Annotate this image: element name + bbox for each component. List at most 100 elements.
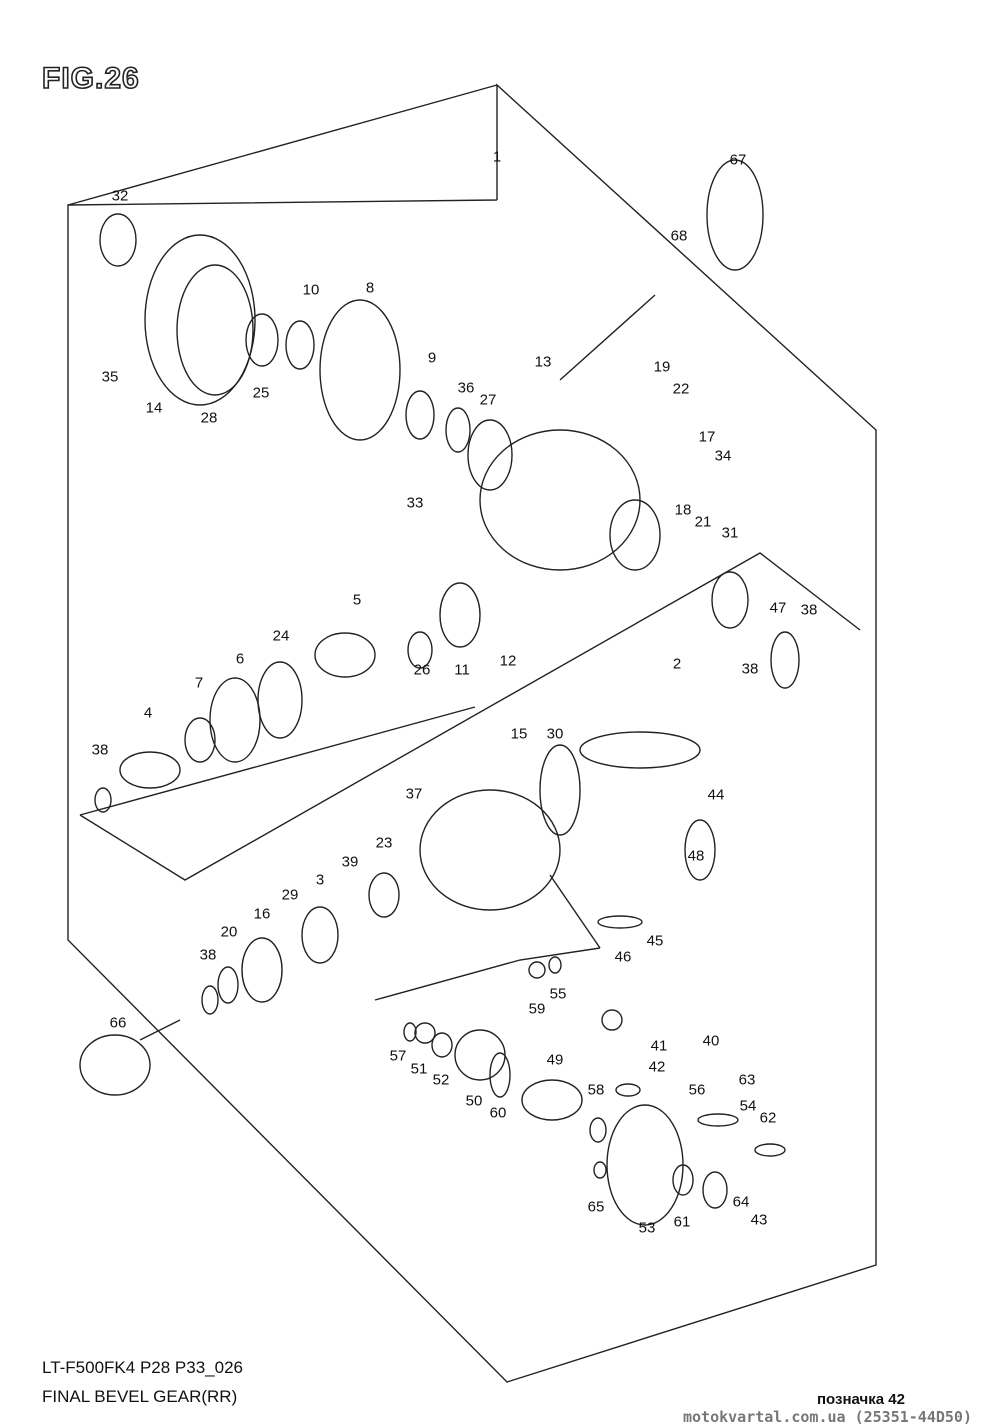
callout-35: 35	[101, 368, 119, 386]
callout-44: 44	[707, 786, 725, 804]
callout-40: 40	[702, 1032, 720, 1050]
callout-65: 65	[587, 1198, 605, 1216]
part-shim-10	[285, 320, 315, 370]
callout-1: 1	[492, 148, 502, 166]
callout-12: 12	[499, 652, 517, 670]
callout-59: 59	[528, 1000, 546, 1018]
callout-61: 61	[673, 1213, 691, 1231]
callout-22: 22	[672, 380, 690, 398]
part-bolt-62	[754, 1143, 786, 1157]
part-sleeve-4	[119, 751, 181, 789]
part-case-12	[479, 429, 641, 571]
part-washer-57	[403, 1022, 417, 1042]
callout-64: 64	[732, 1193, 750, 1211]
callout-57: 57	[389, 1047, 407, 1065]
part-boot-66	[79, 1034, 151, 1096]
callout-50: 50	[465, 1092, 483, 1110]
part-bushing-51	[414, 1022, 436, 1044]
callout-41: 41	[650, 1037, 668, 1055]
callout-14: 14	[145, 399, 163, 417]
part-bearing-3	[301, 906, 339, 964]
part-pin-46	[597, 915, 643, 929]
part-shaft-49	[521, 1079, 583, 1121]
callout-5: 5	[352, 591, 362, 609]
part-cam-50	[454, 1029, 506, 1081]
part-gasket-30	[539, 744, 581, 836]
part-seal-32	[99, 213, 137, 267]
callout-16: 16	[253, 905, 271, 923]
figure-label: FIG.26	[41, 61, 140, 96]
part-bearing-25	[245, 313, 279, 367]
callout-28: 28	[200, 409, 218, 427]
callout-31: 31	[721, 524, 739, 542]
part-washer-55	[548, 956, 562, 974]
part-bearing-60	[489, 1052, 511, 1098]
callout-53: 53	[638, 1219, 656, 1237]
callout-68: 68	[670, 227, 688, 245]
part-housing-15	[419, 789, 561, 911]
part-washer-58	[589, 1117, 607, 1143]
part-bearing-27	[467, 419, 513, 491]
callout-62: 62	[759, 1109, 777, 1127]
callout-27: 27	[479, 391, 497, 409]
callout-38: 38	[91, 741, 109, 759]
callout-38: 38	[199, 946, 217, 964]
callout-45: 45	[646, 932, 664, 950]
callout-49: 49	[546, 1051, 564, 1069]
callout-25: 25	[252, 384, 270, 402]
callout-21: 21	[694, 513, 712, 531]
part-cover-14	[144, 234, 256, 406]
part-flange-case	[609, 499, 661, 571]
callout-34: 34	[714, 447, 732, 465]
callout-23: 23	[375, 834, 393, 852]
callout-37: 37	[405, 785, 423, 803]
callout-33: 33	[406, 494, 424, 512]
part-pinion-5	[314, 632, 376, 678]
callout-11: 11	[454, 661, 470, 679]
callout-4: 4	[143, 704, 153, 722]
callout-54: 54	[739, 1097, 757, 1115]
callout-58: 58	[587, 1081, 605, 1099]
callout-32: 32	[111, 187, 129, 205]
callout-51: 51	[410, 1060, 428, 1078]
part-bearing-23	[368, 872, 400, 918]
callout-55: 55	[549, 985, 567, 1003]
part-shim-11	[439, 582, 481, 648]
callout-48: 48	[687, 847, 705, 865]
part-bearing-24	[257, 661, 303, 739]
part-circlip-38	[94, 787, 112, 813]
callout-36: 36	[457, 379, 475, 397]
callout-13: 13	[534, 353, 552, 371]
callout-46: 46	[614, 948, 632, 966]
part-shim-9	[405, 390, 435, 440]
part-circlip-38b	[201, 985, 219, 1015]
part-lever-44	[684, 819, 716, 881]
part-bearing-26	[407, 631, 433, 669]
part-plug-40	[601, 1009, 623, 1031]
callout-15: 15	[510, 725, 528, 743]
part-gear-47	[770, 631, 800, 689]
callout-24: 24	[272, 627, 290, 645]
callout-43: 43	[750, 1211, 768, 1229]
part-shaft-2	[579, 731, 701, 769]
callout-6: 6	[235, 650, 245, 668]
callout-38: 38	[741, 660, 759, 678]
callout-9: 9	[427, 349, 437, 367]
part-seal-31	[711, 571, 749, 629]
callout-29: 29	[281, 886, 299, 904]
part-plug-59	[528, 961, 546, 979]
callout-63: 63	[738, 1071, 756, 1089]
diagram-title: FINAL BEVEL GEAR(RR)	[42, 1387, 238, 1406]
callout-67: 67	[729, 151, 747, 169]
callout-20: 20	[220, 923, 238, 941]
callout-10: 10	[302, 281, 320, 299]
part-bevel-gear-8	[319, 299, 401, 441]
callout-66: 66	[109, 1014, 127, 1032]
callout-17: 17	[698, 428, 716, 446]
callout-3: 3	[315, 871, 325, 889]
part-pin-65	[593, 1161, 607, 1179]
model-code: LT-F500FK4 P28 P33_026	[42, 1358, 243, 1377]
callout-52: 52	[432, 1071, 450, 1089]
part-race-7	[184, 717, 216, 763]
part-oring-56	[615, 1083, 641, 1097]
